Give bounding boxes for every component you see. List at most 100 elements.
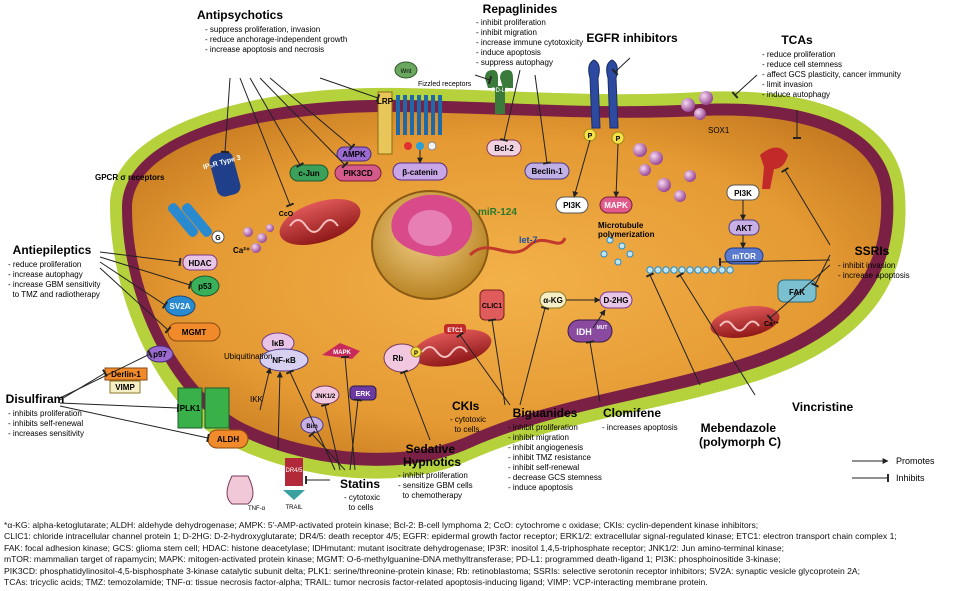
mapk2-label: MAPK: [333, 350, 351, 356]
sedative-effects: - inhibit proliferation - sensitize GBM …: [398, 471, 475, 500]
egfr-p2-label: P: [616, 136, 621, 143]
rb-label: Rb: [393, 354, 404, 363]
wnt-dot-white: [427, 141, 437, 151]
abbrev-line-3: FAK: focal adhesion kinase; GCS: glioma …: [4, 542, 785, 553]
drug-mebendazole: Mebendazole (polymorph C): [699, 421, 781, 449]
molecule-pills: c-Jun PIK3CD AMPK β-catenin Bcl-2 Beclin…: [104, 139, 817, 449]
connectors: [59, 57, 831, 484]
mitochondrion-etc: [412, 329, 492, 367]
ampk-label: AMPK: [342, 150, 366, 159]
jnk-label: JNK1/2: [315, 394, 336, 400]
drug-disulfiram: Disulfiram - inhibits proliferation - in…: [6, 392, 85, 438]
abbrev-line-6: TCAs: tricyclic acids; TMZ: temozolamide…: [4, 577, 708, 588]
mitochondrion-left: [279, 198, 361, 246]
drug-antiepileptics: Antiepileptics - reduce proliferation - …: [8, 243, 103, 299]
mebendazole-title: Mebendazole (polymorph C): [699, 421, 781, 449]
lrp-receptor: LRP: [377, 91, 394, 155]
g-protein: [211, 230, 225, 244]
ubiquitination-label: Ubiquitination: [224, 352, 272, 361]
ckis-effects: - cytotoxic to cells: [450, 415, 488, 434]
abbrev-line-5: PIK3CD: phosphatidylinositol-4,5-bisphos…: [4, 565, 861, 576]
akg-label: α-KG: [543, 296, 563, 305]
rb-p-label: P: [414, 351, 418, 357]
tnfa-label: TNF-α: [248, 506, 266, 512]
tcas-receptor: [760, 147, 788, 189]
drug-clomifene: Clomifene - increases apoptosis: [602, 406, 678, 432]
mtor-label: mTOR: [732, 252, 756, 261]
abbreviation-footnote: *α-KG: alpha-ketoglutarate; ALDH: aldehy…: [4, 520, 970, 588]
drug-statins: Statins - cytotoxic to cells: [340, 477, 382, 512]
d2hg-label: D-2HG: [604, 296, 629, 305]
mito-ca-label: Ca²⁺: [764, 321, 779, 328]
clic1-label: CLIC1: [482, 303, 502, 310]
ip3r-receptor: [209, 151, 241, 197]
drug-biguanides: Biguanides - inhibit proliferation - inh…: [508, 406, 604, 492]
wnt-ligand: [394, 61, 418, 79]
ckis-title: CKIs: [452, 399, 480, 413]
hdac-label: HDAC: [188, 259, 211, 268]
legend-inhibits-label: Inhibits: [896, 473, 925, 483]
statins-effects: - cytotoxic to cells: [344, 493, 382, 512]
statins-title: Statins: [340, 477, 380, 491]
plk1-label: PLK1: [180, 404, 201, 413]
nfkb-label: NF-κB: [272, 356, 296, 365]
antipsychotics-effects: - suppress proliferation, invasion - red…: [205, 25, 350, 54]
bim-label: Bim: [306, 424, 317, 430]
antiepileptics-effects: - reduce proliferation - increase autoph…: [8, 260, 103, 299]
sedative-title: Sedative Hypnotics: [403, 442, 461, 469]
idh-label: IDH: [576, 327, 592, 337]
egfr-title: EGFR inhibitors: [586, 31, 678, 45]
idh-mut-label: MUT: [597, 325, 608, 331]
repaglinides-effects: - inhibit proliferation - inhibit migrat…: [476, 18, 585, 67]
ikk-label: IKK: [250, 395, 264, 404]
ssris-title: SSRIs: [855, 244, 890, 258]
cytoplasm: [132, 111, 882, 453]
repaglinides-title: Repaglinides: [483, 2, 558, 16]
dna-strand: [468, 237, 567, 257]
fizzled-receptor: [396, 95, 442, 135]
drug-tcas: TCAs - reduce proliferation - reduce cel…: [762, 33, 903, 99]
mitochondrion-right: [710, 306, 780, 338]
p53-label: p53: [198, 282, 212, 291]
cell: [110, 87, 906, 479]
etc1-label: ETC1: [447, 328, 463, 334]
coo-label: CcO: [279, 211, 294, 218]
drug-ckis: CKIs - cytotoxic to cells: [450, 399, 488, 434]
dr45-label: DR4/5: [285, 468, 303, 474]
drug-repaglinides: Repaglinides - inhibit proliferation - i…: [476, 2, 585, 67]
biguanides-effects: - inhibit proliferation - inhibit migrat…: [508, 423, 604, 492]
antipsychotics-title: Antipsychotics: [197, 8, 283, 22]
tcas-title: TCAs: [781, 33, 813, 47]
egfr-receptors: [588, 59, 619, 129]
drug-ssris: SSRIs - inhibit invasion - increase apop…: [838, 244, 910, 280]
bcatenin-label: β-catenin: [402, 168, 438, 177]
g-protein-label: G: [215, 235, 221, 242]
trail-ligand: [283, 490, 305, 500]
disulfiram-title: Disulfiram: [6, 392, 65, 406]
mir124-label: miR-124: [478, 207, 517, 218]
disulfiram-effects: - inhibits proliferation - inhibits self…: [8, 409, 85, 438]
mapk-label: MAPK: [604, 201, 628, 210]
pdl1-label: PD-L1: [491, 88, 509, 94]
clomifene-title: Clomifene: [603, 406, 661, 420]
tcas-effects: - reduce proliferation - reduce cell ste…: [762, 50, 903, 99]
egfr-p1-label: P: [588, 133, 593, 140]
dr45-receptor: [285, 458, 303, 486]
ssris-effects: - inhibit invasion - increase apoptosis: [838, 261, 910, 280]
ikb-label: IκB: [272, 339, 285, 348]
gpcr-receptor: [167, 203, 213, 237]
aldh-label: ALDH: [217, 435, 239, 444]
ca-label: Ca²⁺: [233, 246, 250, 255]
trail-label: TRAIL: [285, 505, 303, 511]
abbrev-line-2: CLIC1: chloride intracellular channel pr…: [4, 531, 897, 542]
akt-label: AKT: [736, 224, 753, 233]
antiepileptics-title: Antiepileptics: [13, 243, 92, 257]
bcl2-label: Bcl-2: [494, 144, 514, 153]
pi3k-right-label: PI3K: [734, 189, 752, 198]
drug-antipsychotics: Antipsychotics - suppress proliferation,…: [197, 8, 350, 54]
legend-promotes-label: Promotes: [896, 456, 935, 466]
pik3cd-label: PIK3CD: [343, 169, 373, 178]
beclin-label: Beclin-1: [531, 167, 563, 176]
